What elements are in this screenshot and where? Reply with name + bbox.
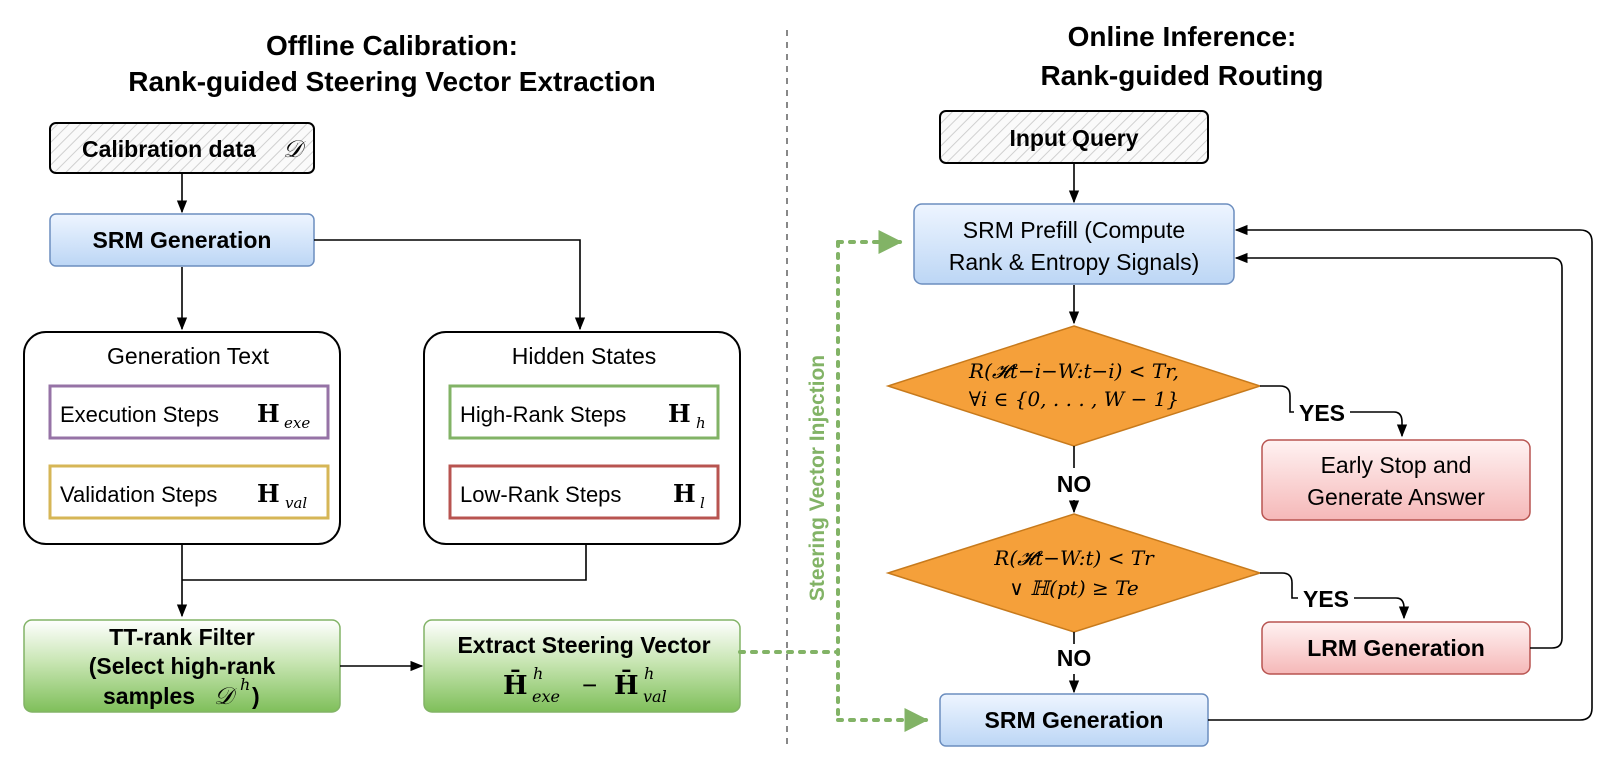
high-rank-steps-label: High-Rank Steps — [460, 402, 626, 427]
decision-2-line2: ∨ ℍ(pt) ≥ Te — [1009, 576, 1138, 600]
low-rank-steps-box: Low-Rank Steps H l — [448, 464, 720, 520]
left-title-line2: Rank-guided Steering Vector Extraction — [128, 66, 655, 97]
extract-formula-b: H̄ — [614, 669, 639, 701]
decision-1-line2: ∀i ∈ {0, . . . , W − 1} — [969, 387, 1180, 411]
validation-symbol: H — [257, 479, 280, 508]
arrow-srm-to-hidden — [314, 239, 586, 331]
extract-formula-b-sup: h — [644, 664, 654, 683]
no2-label: NO — [1057, 645, 1092, 671]
srm-generation-right: SRM Generation — [939, 693, 1209, 747]
validation-steps-label: Validation Steps — [60, 482, 217, 507]
extract-formula-a-sup: h — [533, 664, 543, 683]
srm-generation-right-label: SRM Generation — [985, 707, 1164, 733]
execution-steps-label: Execution Steps — [60, 402, 219, 427]
input-query-label: Input Query — [1009, 125, 1138, 151]
decision-1-line1: R(𝓗t−i−W:t−i) < Tr, — [968, 359, 1179, 383]
low-rank-steps-label: Low-Rank Steps — [460, 482, 621, 507]
arrow-hidden-to-ttrank — [182, 544, 587, 581]
steering-injection-label: Steering Vector Injection — [806, 355, 829, 601]
high-rank-steps-box: High-Rank Steps H h — [448, 384, 720, 440]
execution-subscript: exe — [284, 414, 310, 432]
hidden-states-group: Hidden States High-Rank Steps H h Low-Ra… — [423, 331, 741, 545]
srm-prefill-line1: SRM Prefill (Compute — [963, 217, 1185, 243]
generation-text-title: Generation Text — [107, 343, 270, 369]
arrow-yes1-to-early-stop — [1260, 385, 1408, 438]
right-title-line1: Online Inference: — [1068, 21, 1297, 52]
low-rank-symbol: H — [673, 479, 696, 508]
decision-1-diamond: R(𝓗t−i−W:t−i) < Tr, ∀i ∈ {0, . . . , W −… — [885, 325, 1263, 447]
extract-steering-title: Extract Steering Vector — [457, 632, 710, 658]
extract-formula-a-sub: exe — [532, 687, 560, 706]
generation-text-group: Generation Text Execution Steps H exe Va… — [23, 331, 341, 545]
early-stop-line1: Early Stop and — [1321, 452, 1472, 478]
execution-symbol: H — [257, 399, 280, 428]
early-stop-line2: Generate Answer — [1307, 484, 1485, 510]
lrm-generation-label: LRM Generation — [1307, 635, 1485, 661]
calibration-data-box: Calibration data 𝒟 — [49, 122, 315, 174]
yes1-label: YES — [1299, 400, 1345, 426]
tt-rank-close: ) — [252, 683, 260, 709]
extract-formula-minus: − — [582, 670, 597, 700]
srm-generation-left-label: SRM Generation — [93, 227, 272, 253]
extract-formula-a: H̄ — [503, 669, 528, 701]
tt-rank-filter-box: TT-rank Filter (Select high-rank samples… — [23, 619, 341, 713]
early-stop-box: Early Stop and Generate Answer — [1261, 439, 1531, 521]
lrm-generation-box: LRM Generation — [1261, 621, 1531, 675]
decision-2-line1: R(𝓗t−W:t) < Tr — [993, 546, 1155, 570]
decision-2-diamond: R(𝓗t−W:t) < Tr ∨ ℍ(pt) ≥ Te — [885, 513, 1263, 633]
tt-rank-line3: samples — [103, 683, 195, 709]
right-panel: Online Inference: Rank-guided Routing In… — [885, 21, 1593, 747]
high-rank-subscript: h — [696, 414, 706, 432]
validation-steps-box: Validation Steps H val — [48, 464, 330, 520]
high-rank-symbol: H — [668, 399, 691, 428]
arrow-srm-loop-to-prefill — [1208, 224, 1593, 721]
tt-rank-superscript: h — [240, 675, 250, 694]
left-title-line1: Offline Calibration: — [266, 30, 518, 61]
tt-rank-line1: TT-rank Filter — [109, 624, 255, 650]
yes2-label: YES — [1303, 586, 1349, 612]
srm-prefill-line2: Rank & Entropy Signals) — [949, 249, 1200, 275]
tt-rank-line2: (Select high-rank — [89, 653, 276, 679]
extract-steering-vector-box: Extract Steering Vector H̄ h exe − H̄ h … — [423, 619, 741, 713]
arrow-lrm-loop-to-prefill — [1234, 252, 1563, 649]
left-panel: Offline Calibration: Rank-guided Steerin… — [23, 30, 741, 713]
calibration-label: Calibration data — [82, 136, 256, 162]
yes1-bg — [1294, 400, 1350, 426]
low-rank-subscript: l — [700, 494, 705, 512]
yes2-bg — [1298, 586, 1354, 612]
right-title-line2: Rank-guided Routing — [1040, 60, 1323, 91]
hidden-states-title: Hidden States — [512, 343, 656, 369]
arrow-yes2-to-lrm — [1260, 572, 1410, 620]
srm-prefill-box: SRM Prefill (Compute Rank & Entropy Sign… — [913, 203, 1235, 285]
execution-steps-box: Execution Steps H exe — [48, 384, 330, 440]
no1-label: NO — [1057, 471, 1092, 497]
extract-formula-b-sub: val — [643, 687, 667, 706]
input-query-box: Input Query — [939, 110, 1209, 164]
srm-generation-left: SRM Generation — [49, 213, 315, 267]
steering-injection-path: Steering Vector Injection — [738, 230, 929, 732]
validation-subscript: val — [285, 494, 307, 512]
